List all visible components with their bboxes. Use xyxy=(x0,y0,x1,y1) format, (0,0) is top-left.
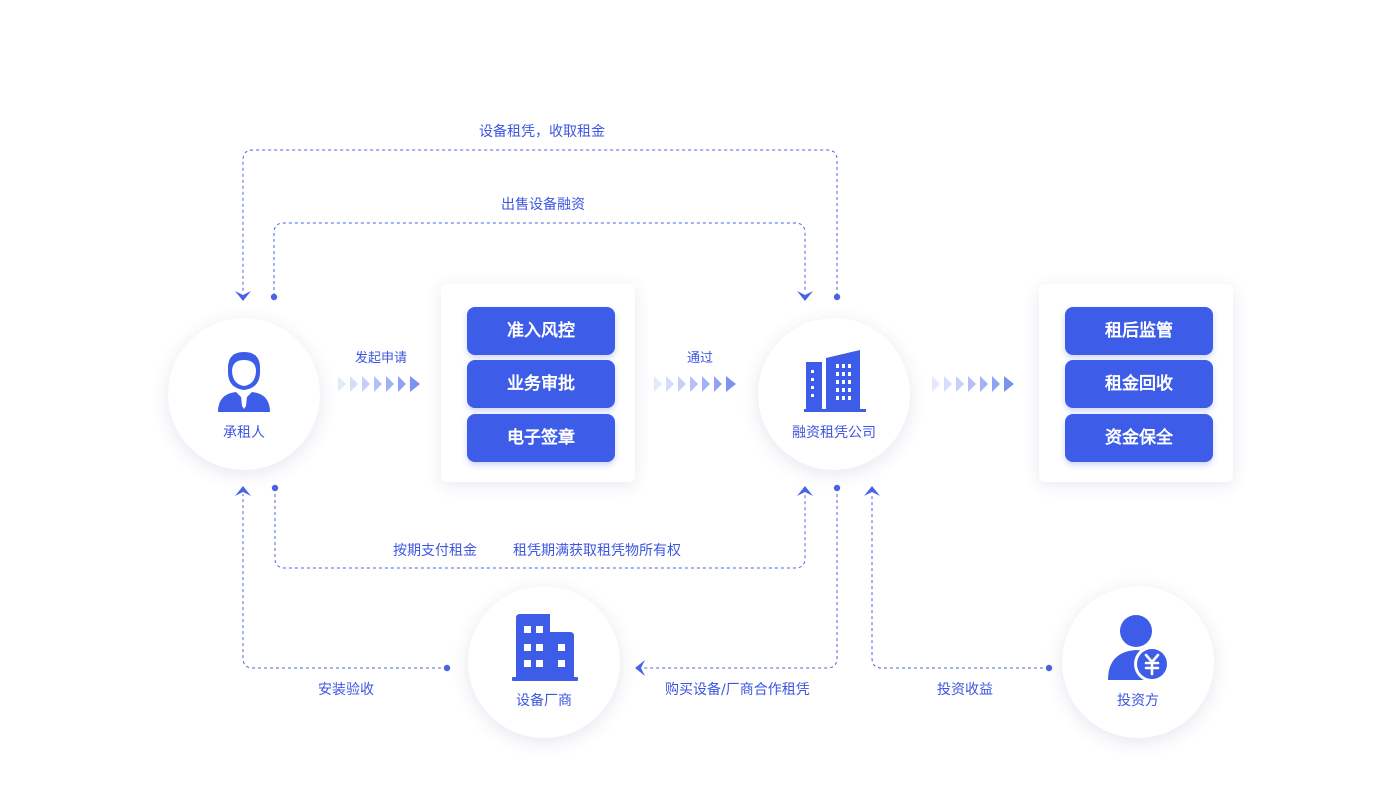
purchase-line xyxy=(643,488,838,669)
edge-label-returns: 投资收益 xyxy=(937,682,993,698)
process-card: 准入风控 业务审批 电子签章 xyxy=(441,284,635,482)
returns-dot xyxy=(1045,664,1053,672)
arrow-left-manufacturer xyxy=(635,660,645,676)
edge-label-purchase: 购买设备/厂商合作租凭 xyxy=(665,682,810,698)
post-lease-card: 租后监管 租金回收 资金保全 xyxy=(1039,284,1233,482)
lease-collect-dot xyxy=(833,293,841,301)
post-step-fund-protection: 资金保全 xyxy=(1065,414,1213,462)
process-step-approval: 业务审批 xyxy=(467,360,615,408)
install-line xyxy=(242,494,447,669)
office-building-icon xyxy=(804,350,866,412)
process-step-e-signature: 电子签章 xyxy=(467,414,615,462)
arrow-down-company xyxy=(797,291,813,301)
chevron-arrows-apply xyxy=(338,376,420,392)
manufacturer-label: 设备厂商 xyxy=(516,693,572,709)
edge-label-apply: 发起申请 xyxy=(355,351,408,366)
install-dot xyxy=(443,664,451,672)
post-step-rent-recovery: 租金回收 xyxy=(1065,360,1213,408)
factory-building-icon xyxy=(512,614,578,681)
leasing-company-node: 融资租凭公司 xyxy=(758,318,910,470)
leasing-company-label: 融资租凭公司 xyxy=(792,425,876,441)
process-step-risk-control: 准入风控 xyxy=(467,307,615,355)
investor-label: 投资方 xyxy=(1117,693,1159,709)
edge-label-sell-finance: 出售设备融资 xyxy=(501,197,585,213)
returns-line xyxy=(871,494,1049,669)
edge-label-install: 安装验收 xyxy=(318,682,374,698)
edge-label-pass: 通过 xyxy=(687,351,714,366)
manufacturer-node: 设备厂商 xyxy=(468,586,620,738)
purchase-dot xyxy=(833,484,841,492)
arrow-up-company-left xyxy=(797,486,813,496)
lessee-node: 承租人 xyxy=(168,318,320,470)
sell-finance-line xyxy=(273,222,806,296)
chevron-arrows-post xyxy=(932,376,1014,392)
edge-label-pay-rent: 按期支付租金 xyxy=(393,543,477,559)
pay-rent-dot xyxy=(271,484,279,492)
lease-collect-line xyxy=(242,149,838,296)
arrow-up-lessee xyxy=(235,486,251,496)
investor-node: 投资方 xyxy=(1062,586,1214,738)
sell-finance-dot xyxy=(270,293,278,301)
chevron-arrows-pass xyxy=(654,376,736,392)
investor-yuan-icon xyxy=(1108,615,1170,682)
edge-label-lease-collect: 设备租凭，收取租金 xyxy=(479,124,605,140)
edge-label-ownership: 租凭期满获取租凭物所有权 xyxy=(513,543,681,559)
businessman-icon xyxy=(218,352,270,412)
arrow-up-company-right xyxy=(864,486,880,496)
arrow-down-lessee xyxy=(235,291,251,301)
pay-rent-line xyxy=(274,488,806,569)
post-step-monitoring: 租后监管 xyxy=(1065,307,1213,355)
lessee-label: 承租人 xyxy=(223,425,265,441)
